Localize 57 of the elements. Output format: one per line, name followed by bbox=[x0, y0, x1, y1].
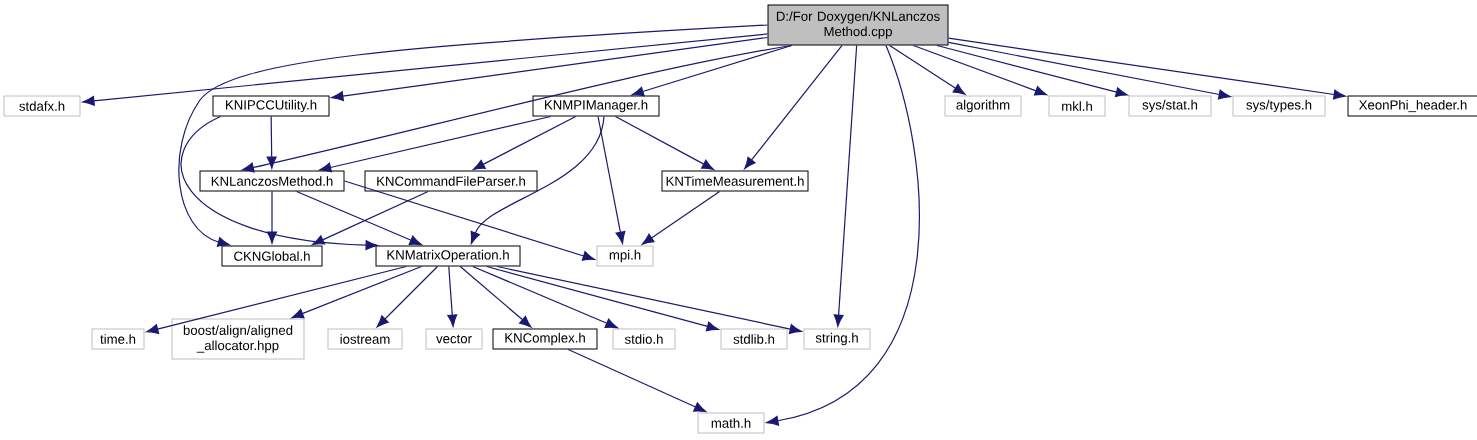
arrow bbox=[178, 24, 769, 247]
file-box: stdlib.h bbox=[720, 328, 788, 350]
arrow bbox=[496, 265, 802, 334]
file-box: KNTimeMeasurement.h bbox=[661, 170, 809, 192]
file-box: KNIPCCUtility.h bbox=[212, 95, 330, 117]
arrow bbox=[641, 190, 721, 245]
file-box: KNCommandFileParser.h bbox=[364, 170, 538, 192]
arrow bbox=[912, 44, 1047, 96]
file-box: stdio.h bbox=[612, 328, 676, 350]
arrow bbox=[470, 115, 605, 244]
arrow bbox=[296, 190, 422, 246]
file-box: mkl.h bbox=[1048, 95, 1106, 117]
file-box: CKNGlobal.h bbox=[221, 245, 323, 267]
arrow bbox=[597, 115, 626, 244]
arrow bbox=[343, 180, 595, 261]
arrow bbox=[331, 36, 769, 102]
arrow bbox=[266, 115, 277, 169]
arrow bbox=[376, 265, 439, 328]
file-box: KNMatrixOperation.h bbox=[375, 245, 521, 267]
arrow bbox=[486, 265, 719, 332]
arrow bbox=[312, 190, 429, 246]
arrow bbox=[631, 44, 793, 97]
arrow bbox=[936, 44, 1128, 97]
arrow bbox=[82, 33, 769, 106]
arrow bbox=[947, 41, 1231, 100]
file-box: sys/types.h bbox=[1232, 95, 1326, 117]
file-box: iostream bbox=[327, 328, 403, 350]
arrow bbox=[291, 265, 423, 319]
arrow bbox=[614, 115, 715, 170]
file-box: string.h bbox=[803, 328, 871, 350]
file-box: mpi.h bbox=[596, 245, 654, 267]
file-box: vector bbox=[425, 328, 483, 350]
file-box: math.h bbox=[697, 412, 765, 434]
file-box: algorithm bbox=[944, 95, 1022, 117]
arrow bbox=[180, 115, 378, 251]
file-box: D:/For Doxygen/KNLanczos Method.cpp bbox=[767, 4, 949, 46]
file-box: boost/align/aligned _allocator.hpp bbox=[171, 318, 305, 360]
arrow bbox=[833, 44, 858, 327]
arrow bbox=[459, 265, 532, 328]
file-box: KNComplex.h bbox=[492, 328, 598, 350]
file-box: KNMPIManager.h bbox=[532, 95, 660, 117]
arrow bbox=[319, 115, 552, 173]
arrow bbox=[567, 348, 707, 413]
arrow bbox=[266, 190, 278, 244]
arrow bbox=[447, 265, 458, 327]
arrow bbox=[472, 265, 618, 329]
arrow bbox=[889, 44, 966, 95]
file-box: sys/stat.h bbox=[1128, 95, 1212, 117]
arrow bbox=[472, 115, 577, 170]
file-box: XeonPhi_header.h bbox=[1347, 95, 1477, 117]
file-box: time.h bbox=[91, 328, 145, 350]
arrow bbox=[744, 44, 843, 170]
arrow bbox=[766, 44, 920, 426]
file-box: KNLanczosMethod.h bbox=[199, 170, 345, 192]
arrow bbox=[146, 265, 407, 334]
arrow bbox=[947, 37, 1346, 100]
file-box: stdafx.h bbox=[3, 95, 81, 117]
